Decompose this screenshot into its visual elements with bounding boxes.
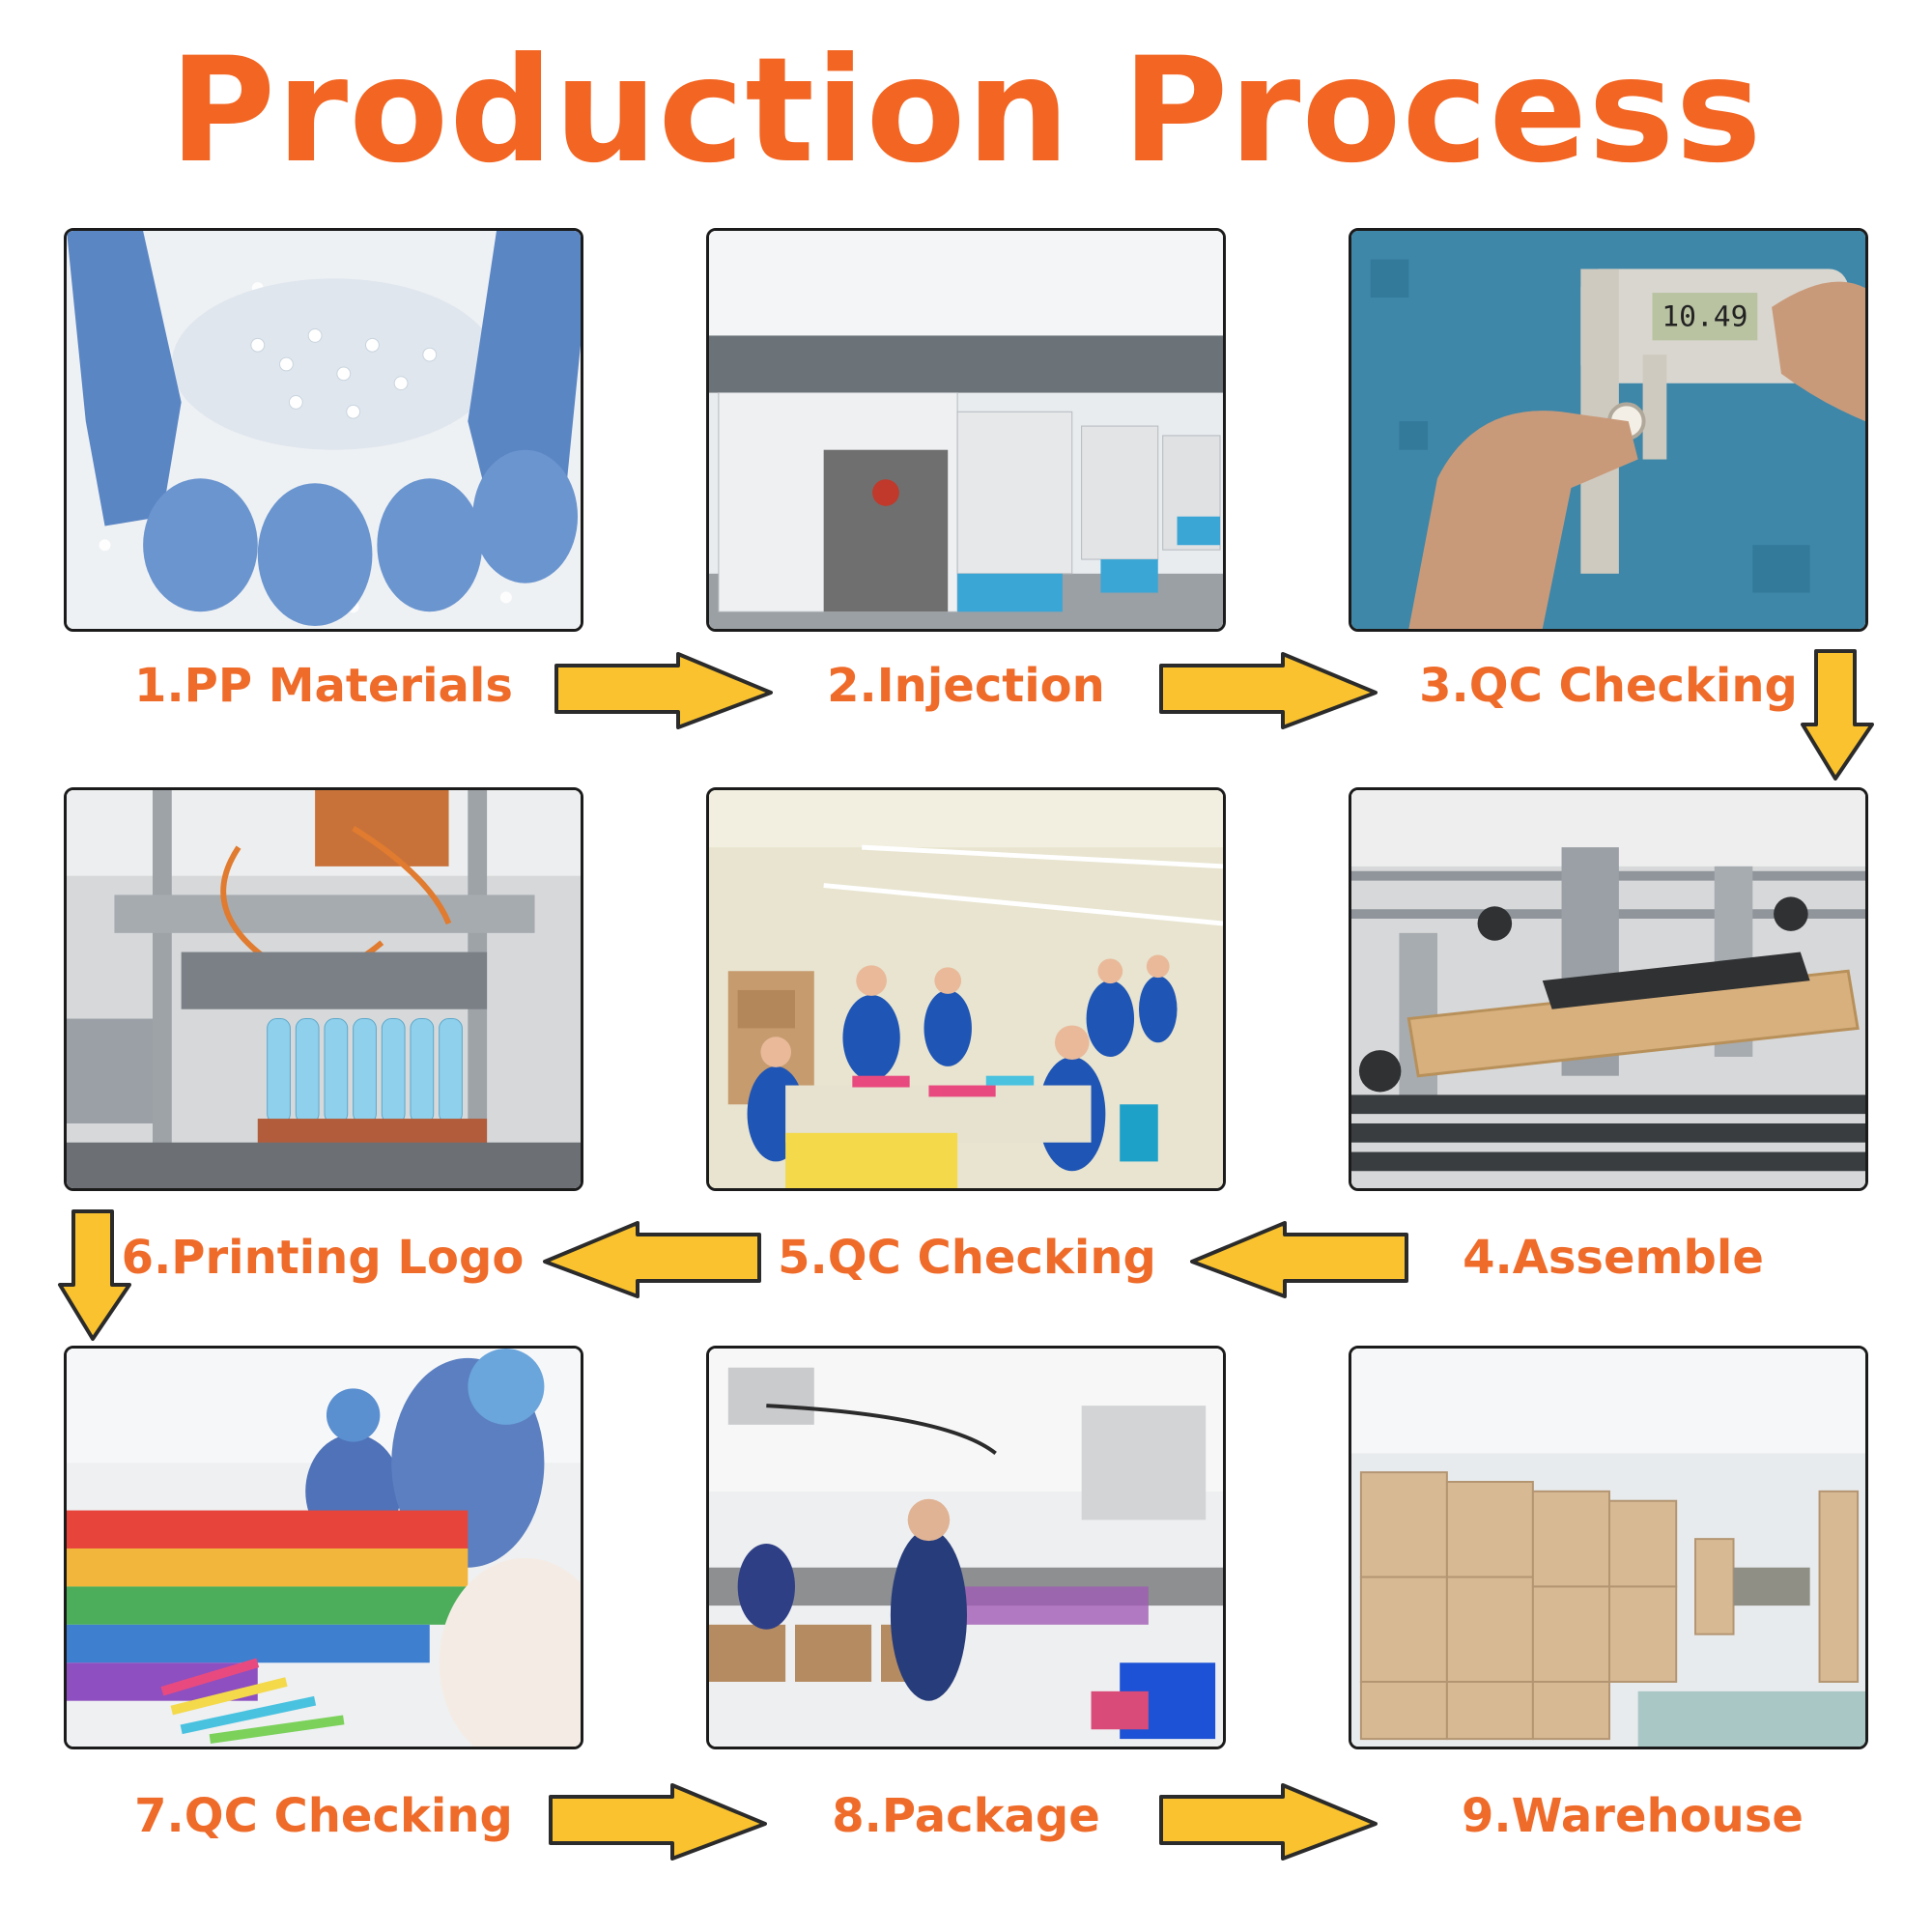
arrow-right-1-to-2 (553, 652, 775, 729)
svg-text:10.49: 10.49 (1662, 300, 1747, 333)
arrow-left-4-to-5 (1188, 1221, 1410, 1298)
step-4-photo (1349, 787, 1868, 1191)
step-6-photo (64, 787, 583, 1191)
step-3-photo: 10.49 (1349, 228, 1868, 632)
step-2-label: 2.Injection (827, 659, 1105, 713)
arrow-left-5-to-6 (541, 1221, 763, 1298)
step-5-label: 5.QC Checking (778, 1231, 1156, 1285)
step-1-photo (64, 228, 583, 632)
step-9-label: 9.Warehouse (1462, 1789, 1804, 1843)
arrow-right-2-to-3 (1157, 652, 1379, 729)
step-7-photo (64, 1346, 583, 1749)
step-7-label: 7.QC Checking (134, 1789, 513, 1843)
step-9-photo (1349, 1346, 1868, 1749)
step-1-label: 1.PP Materials (134, 659, 513, 713)
page-title: Production Process (169, 27, 1763, 195)
step-8-label: 8.Package (832, 1789, 1100, 1843)
step-4-label: 4.Assemble (1463, 1231, 1764, 1285)
step-2-photo (706, 228, 1226, 632)
arrow-right-7-to-8 (547, 1783, 769, 1861)
arrow-down-3-to-4 (1799, 647, 1876, 782)
arrow-right-8-to-9 (1157, 1783, 1379, 1861)
step-8-photo (706, 1346, 1226, 1749)
step-5-photo (706, 787, 1226, 1191)
arrow-down-6-to-7 (56, 1208, 133, 1343)
step-6-label: 6.Printing Logo (121, 1231, 525, 1285)
step-3-label: 3.QC Checking (1419, 659, 1798, 713)
